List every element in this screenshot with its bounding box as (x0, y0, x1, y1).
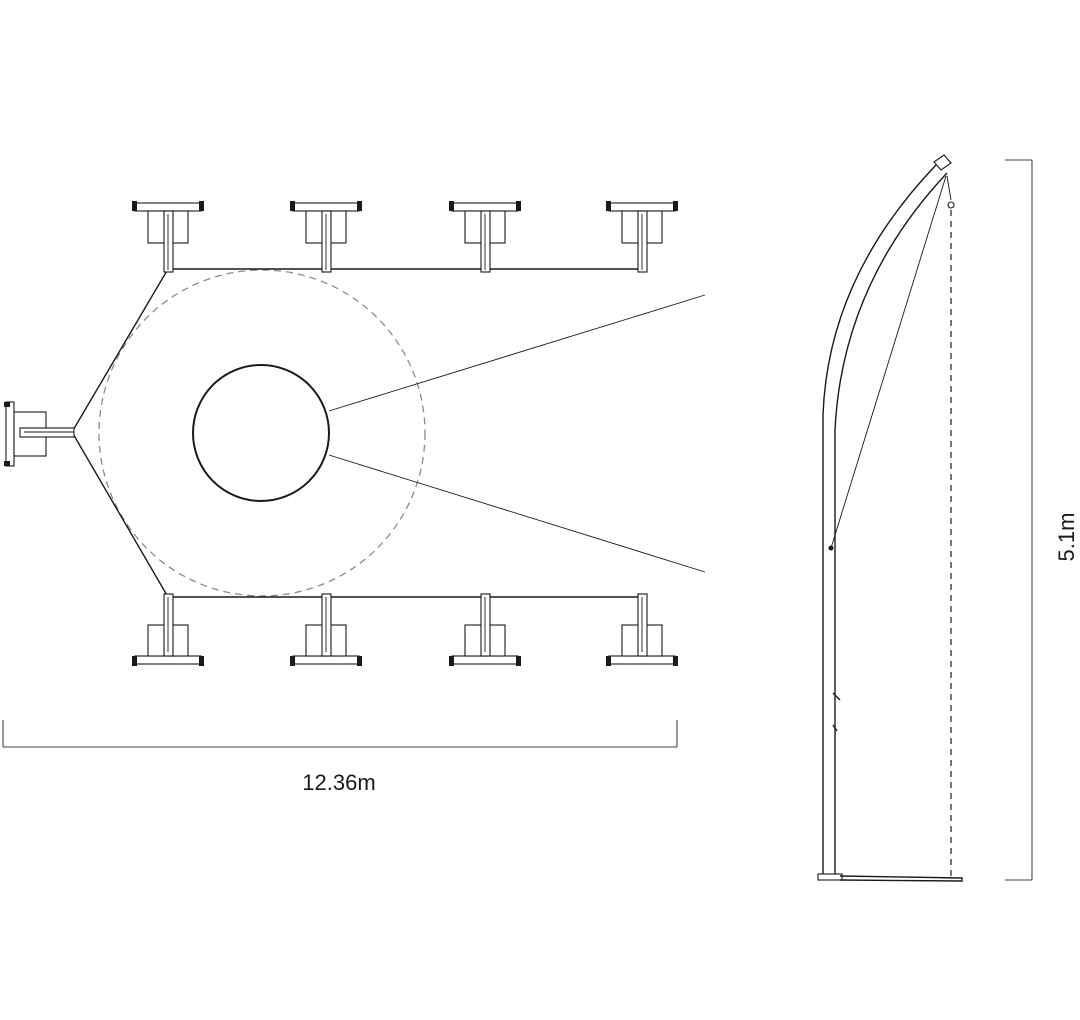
top-mount-bracket-1 (132, 201, 204, 273)
reach-dashed-circle (98, 269, 426, 597)
bottom-mount-bracket-3 (449, 593, 521, 666)
plan-view (4, 201, 706, 666)
top-mount-bracket-3 (449, 201, 521, 273)
width-dimension-label: 12.36m (302, 770, 375, 795)
bottom-mount-bracket-2 (290, 593, 362, 666)
bottom-mount-bracket-1 (132, 593, 204, 666)
width-dimension: 12.36m (2, 720, 678, 795)
upper-sight-line (328, 294, 706, 412)
frame-outline (71, 268, 640, 598)
bottom-mount-bracket-4 (606, 593, 678, 666)
lower-sight-line (328, 454, 706, 573)
elevation-view (817, 154, 963, 882)
height-dimension: 5.1m (1005, 159, 1079, 881)
height-dimension-label: 5.1m (1054, 513, 1079, 562)
top-mount-bracket-2 (290, 201, 362, 273)
mast-base-circle (192, 364, 330, 502)
left-mount-bracket (4, 401, 75, 467)
top-mount-bracket-4 (606, 201, 678, 273)
